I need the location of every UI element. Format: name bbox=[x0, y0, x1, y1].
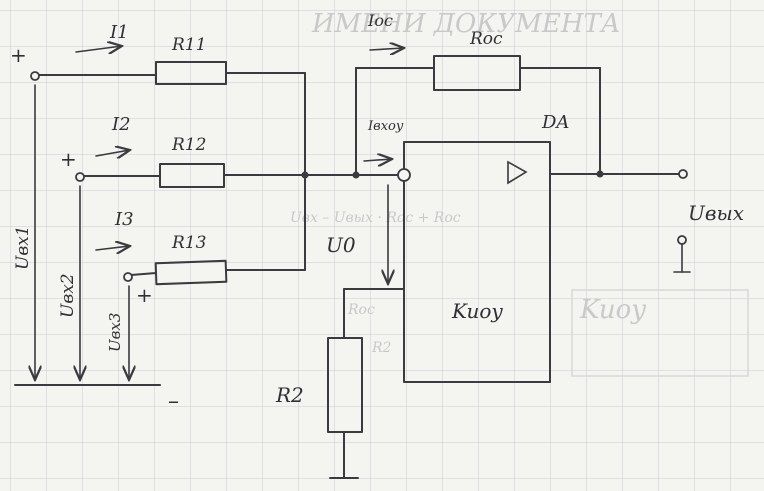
ghost-box bbox=[571, 289, 749, 377]
resistor-r11 bbox=[155, 61, 227, 85]
arrow-i1 bbox=[75, 46, 122, 52]
label-r11: R11 bbox=[171, 35, 206, 55]
opamp-da bbox=[403, 141, 551, 383]
term-out bbox=[678, 169, 688, 179]
label-uvx2: Uвх2 bbox=[58, 273, 78, 318]
label-ivhoy: Iвхоу bbox=[367, 119, 404, 134]
label-ioc: Ioc bbox=[367, 11, 393, 30]
label-i1: I1 bbox=[109, 22, 129, 43]
arrow-i2 bbox=[95, 150, 130, 156]
label-u0: U0 bbox=[326, 233, 356, 257]
arrow-ivhoy bbox=[363, 159, 392, 161]
node-fb bbox=[352, 171, 360, 179]
label-roc: Roc bbox=[469, 29, 503, 49]
label-plus-2: + bbox=[60, 147, 77, 171]
term-out-probe bbox=[677, 235, 687, 245]
opamp-triangle-icon bbox=[507, 160, 528, 185]
opamp-inverting-input bbox=[397, 168, 411, 182]
wire-in3 bbox=[130, 272, 157, 276]
arrow-ioc bbox=[369, 48, 404, 50]
ghost-hint-kuoy: Kuоу bbox=[579, 295, 646, 325]
resistor-r12 bbox=[159, 163, 225, 188]
node-out bbox=[596, 170, 604, 178]
ghost-formula-text: Uвх – Uвых · Roc + Rос bbox=[290, 210, 461, 226]
resistor-roc bbox=[433, 55, 521, 91]
term-in1 bbox=[30, 71, 40, 81]
arrow-i3 bbox=[95, 246, 130, 250]
label-da: DA bbox=[541, 112, 569, 133]
label-i3: I3 bbox=[114, 209, 134, 230]
term-in2 bbox=[75, 172, 85, 182]
label-i2: I2 bbox=[111, 114, 131, 135]
label-plus-3: + bbox=[136, 283, 153, 307]
label-r2: R2 bbox=[275, 383, 304, 407]
label-r12: R12 bbox=[171, 135, 206, 155]
label-uvyx: Uвых bbox=[688, 201, 744, 225]
label-uvx1: Uвх1 bbox=[13, 225, 33, 270]
resistor-r2 bbox=[327, 337, 363, 433]
term-in3 bbox=[123, 272, 133, 282]
resistor-r13 bbox=[154, 259, 228, 286]
node-bus bbox=[301, 171, 309, 179]
ghost-hint-roc: Rос bbox=[347, 302, 375, 318]
label-kuoy: Kuоу bbox=[451, 299, 503, 323]
label-uvx3: Uвх3 bbox=[106, 313, 124, 352]
label-r13: R13 bbox=[171, 233, 206, 253]
label-plus-1: + bbox=[10, 43, 27, 67]
label-minus: – bbox=[168, 389, 179, 414]
ghost-top-text: ИМЕНИ ДОКУМЕНТА bbox=[311, 9, 621, 39]
ghost-hint-r2: R2 bbox=[371, 340, 392, 356]
